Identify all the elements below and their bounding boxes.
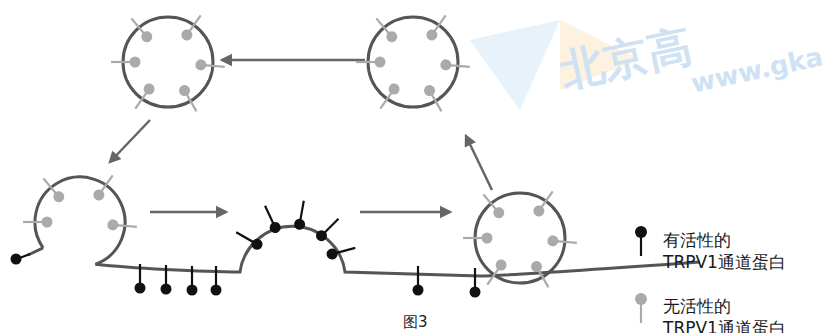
- active-protein: [325, 243, 356, 261]
- active-protein: [413, 266, 424, 296]
- figure-caption: 图3: [403, 313, 428, 331]
- active-protein: [233, 227, 264, 251]
- inactive-protein: [372, 15, 399, 45]
- legend-label: 有活性的 TRPV1通道蛋白: [663, 229, 803, 273]
- inactive-protein: [111, 57, 141, 68]
- inactive-protein: [39, 175, 66, 205]
- flow-arrow: [466, 136, 492, 190]
- inactive-protein: [483, 257, 509, 287]
- inactive-protein: [127, 15, 154, 45]
- cell-membrane: [95, 226, 700, 276]
- active-protein: [211, 266, 222, 296]
- active-protein: [161, 265, 172, 295]
- active-protein: [293, 200, 309, 231]
- inactive-protein: [107, 219, 137, 233]
- inactive-protein: [547, 235, 577, 249]
- inactive-protein: [529, 259, 553, 290]
- membrane: [28, 248, 43, 255]
- inactive-protein: [356, 57, 386, 68]
- inactive-protein: [440, 59, 470, 73]
- active-protein: [470, 268, 481, 298]
- active-protein: [135, 264, 146, 294]
- inactive-protein: [422, 83, 446, 114]
- inactive-protein: [531, 188, 557, 218]
- watermark-shape: [470, 20, 560, 110]
- inactive-protein: [131, 81, 157, 111]
- inactive-protein: [23, 217, 53, 228]
- flow-arrow: [110, 120, 150, 162]
- active-protein: [314, 215, 343, 244]
- inactive-protein: [376, 81, 402, 111]
- watermark: www.gka: [688, 41, 825, 98]
- inactive-protein: [424, 12, 450, 42]
- inactive-protein: [463, 233, 493, 244]
- legend-sample: [635, 293, 647, 305]
- legend-label: 无活性的 TRPV1通道蛋白: [663, 295, 803, 333]
- active-protein: [11, 254, 22, 265]
- inactive-protein: [91, 172, 117, 202]
- flow-arrow: [360, 211, 450, 214]
- inactive-protein: [177, 83, 201, 114]
- legend-sample: [635, 226, 647, 238]
- active-protein: [260, 203, 282, 234]
- inactive-protein: [479, 191, 506, 221]
- flow-arrow: [150, 211, 226, 214]
- flow-arrow: [222, 59, 365, 62]
- inactive-protein: [179, 12, 205, 42]
- inactive-protein: [195, 59, 225, 73]
- active-protein: [187, 266, 198, 296]
- flow-arrows: [110, 60, 492, 212]
